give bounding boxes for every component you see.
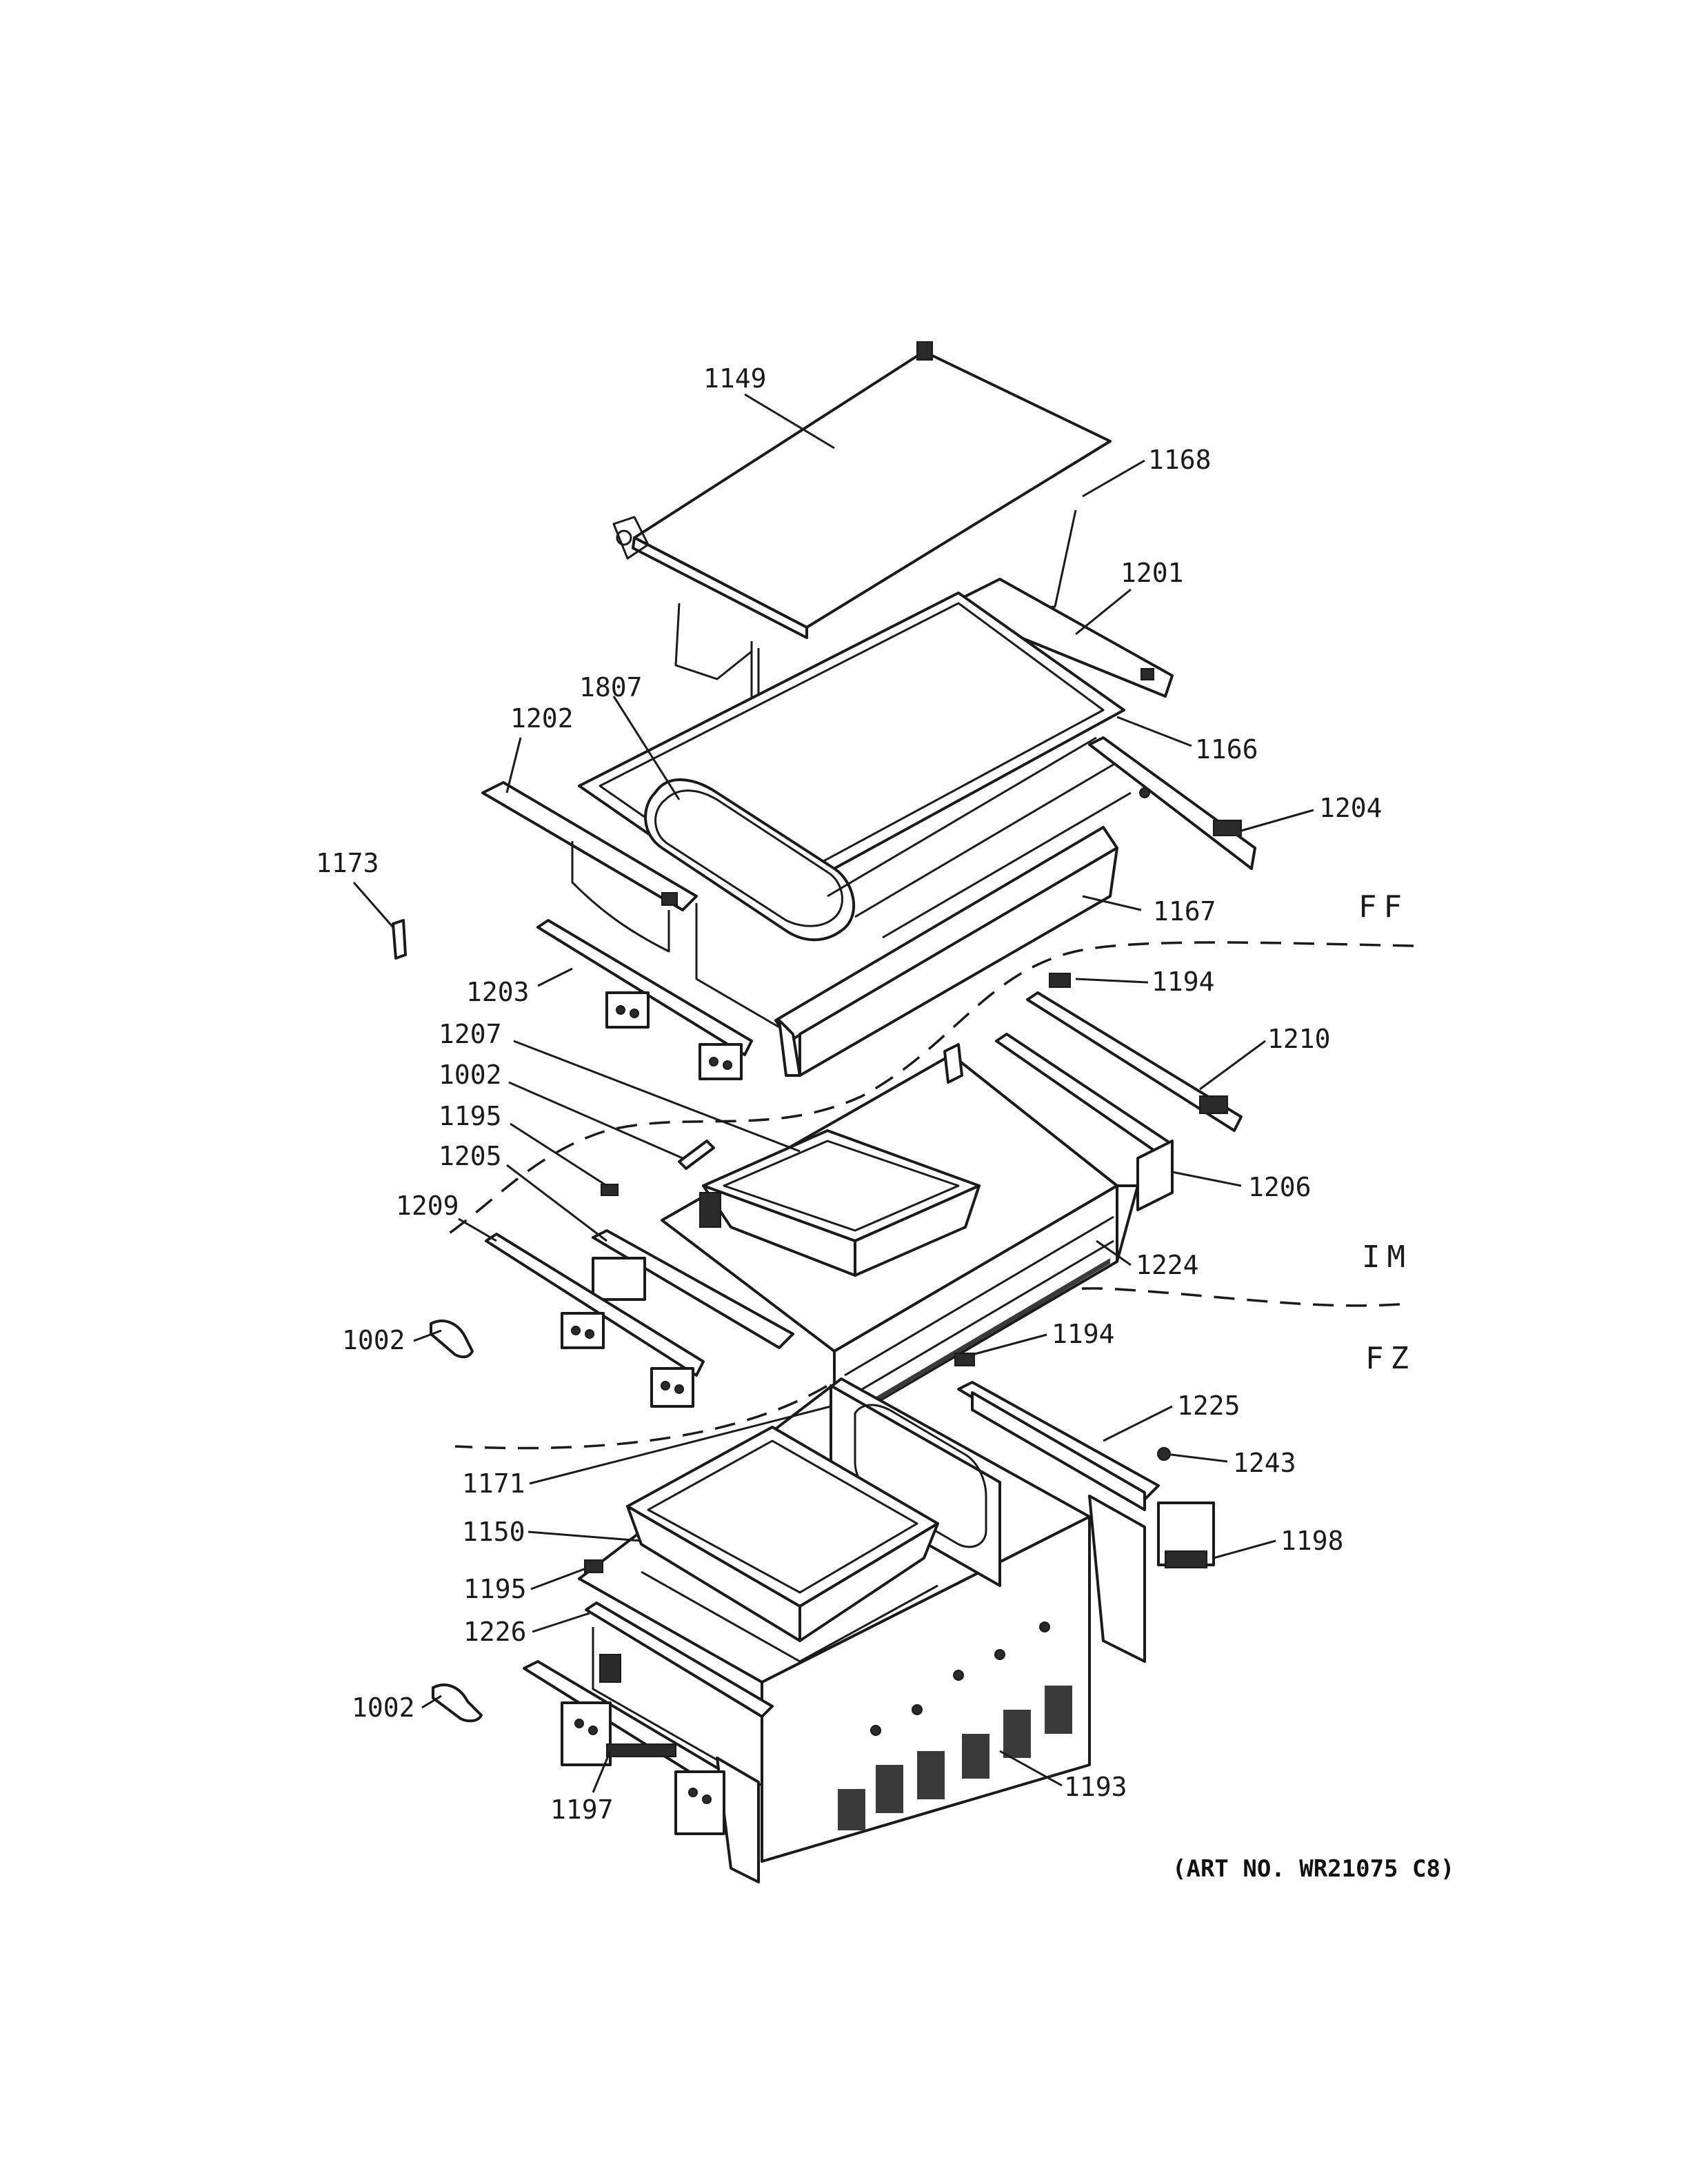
callout-1243: 1243 [1233,1448,1296,1478]
callout-1206: 1206 [1248,1172,1312,1202]
slide-1204 [1088,736,1256,870]
bracket-1198 [1088,1495,1215,1663]
callout-1150: 1150 [462,1517,525,1547]
tray-1150 [626,1426,939,1663]
clip-1195-fz [584,1559,603,1573]
callout-labels: 1149 1168 1201 1807 1202 1166 1204 1173 … [316,363,1383,1825]
callout-1210: 1210 [1267,1024,1331,1054]
zone-label-ff: FF [1358,889,1409,924]
callout-1807: 1807 [579,672,643,702]
callout-1173: 1173 [316,848,379,878]
callout-1226: 1226 [463,1617,527,1647]
callout-1166: 1166 [1195,734,1258,765]
callout-1209: 1209 [396,1191,459,1221]
handle-1002-left [430,1320,474,1359]
clip-1195-im [601,1184,619,1196]
callout-1207: 1207 [439,1019,502,1049]
callout-1204: 1204 [1319,793,1383,823]
fz-zone-boundary [454,1287,1400,1450]
gasket-1807 [644,778,856,942]
shelf-1149 [612,341,1112,639]
callout-1224: 1224 [1136,1250,1199,1280]
crisper-drawer-1167 [481,736,1132,1077]
callout-1171: 1171 [462,1468,525,1499]
slide-1210 [1026,991,1243,1132]
clip-1173 [392,919,407,960]
callout-1002-a: 1002 [439,1060,502,1090]
zone-label-fz: FZ [1365,1341,1416,1376]
callout-1201: 1201 [1121,558,1184,588]
callout-1203: 1203 [466,977,530,1007]
callout-1194-b: 1194 [1052,1319,1115,1349]
leader-lines [352,393,1314,1793]
callout-1002-c: 1002 [352,1692,415,1723]
callout-1167: 1167 [1153,896,1216,927]
handle-1002-im [678,1140,715,1170]
slide-1203 [536,919,753,1080]
callout-1202: 1202 [510,703,574,734]
callout-1195-a: 1195 [439,1101,502,1131]
clip-1194-lower [954,1353,975,1366]
callout-1205: 1205 [439,1141,502,1171]
rail-1201 [943,578,1174,698]
clip-1194-upper [1049,973,1071,988]
callout-1198: 1198 [1280,1526,1344,1556]
callout-1149: 1149 [703,363,767,394]
slide-1209 [485,1233,705,1408]
zone-label-im: IM [1362,1240,1412,1275]
handle-1002-lower [432,1684,483,1723]
bracket-1205 [592,1229,794,1349]
screw-1243 [1157,1447,1171,1461]
rail-1226 [585,1601,774,1787]
slide-1225 [957,1381,1160,1511]
callout-1197: 1197 [550,1794,614,1825]
callout-1193: 1193 [1064,1772,1127,1802]
slide-1197 [523,1660,760,1883]
art-number: (ART NO. WR21075 C8) [1172,1855,1454,1883]
bracket-1206 [995,1033,1174,1211]
callout-1002-b: 1002 [342,1325,405,1355]
callout-1194-a: 1194 [1152,967,1215,997]
inner-bin [699,1129,981,1277]
callout-1168: 1168 [1148,445,1212,475]
callout-1225: 1225 [1177,1391,1240,1421]
callout-1195-b: 1195 [463,1574,527,1604]
ff-zone-boundary [447,941,1414,1235]
